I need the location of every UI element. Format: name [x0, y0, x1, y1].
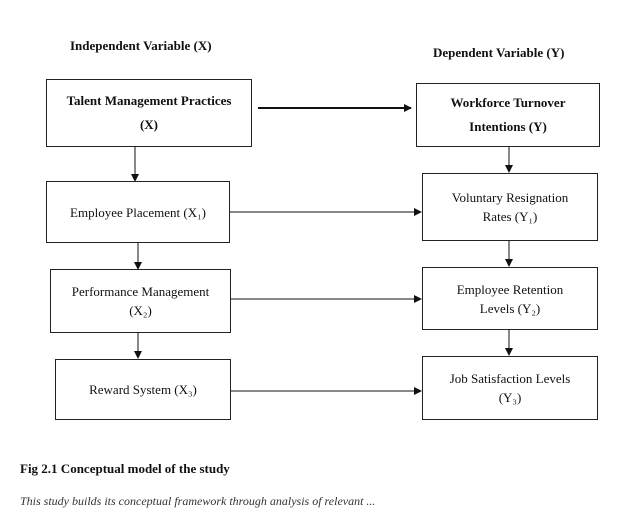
performance-management-box: Performance Management (X₂) — [50, 269, 231, 333]
independent-variable-heading: Independent Variable (X) — [70, 38, 212, 53]
box-label: (Y₃) — [498, 390, 522, 405]
box-label: (X₂) — [129, 303, 152, 318]
employee-retention-levels-box: Employee Retention Levels (Y₂) — [422, 267, 598, 330]
talent-management-practices-box: Talent Management Practices (X) — [46, 79, 252, 147]
box-label: Talent Management Practices — [66, 93, 232, 108]
box-label: Reward System (X₃) — [89, 382, 197, 397]
box-label: Employee Placement (X₁) — [70, 204, 206, 220]
body-text-line: This study builds its conceptual framewo… — [20, 494, 376, 508]
box-label: Employee Retention — [456, 281, 564, 297]
box-label: Rates (Y₁) — [482, 209, 538, 224]
figure-caption: Fig 2.1 Conceptual model of the study — [20, 461, 230, 476]
box-label: Performance Management — [71, 284, 210, 299]
box-label: Workforce Turnover — [450, 95, 566, 110]
reward-system-box: Reward System (X₃) — [55, 359, 231, 420]
employee-placement-box: Employee Placement (X₁) — [46, 181, 230, 243]
box-label: Voluntary Resignation — [451, 190, 569, 205]
dependent-variable-heading: Dependent Variable (Y) — [433, 45, 565, 60]
box-label: Levels (Y₂) — [479, 300, 541, 316]
job-satisfaction-levels-box: Job Satisfaction Levels (Y₃) — [422, 356, 598, 420]
voluntary-resignation-rates-box: Voluntary Resignation Rates (Y₁) — [422, 173, 598, 241]
box-label: Intentions (Y) — [469, 119, 547, 134]
box-label: Job Satisfaction Levels — [449, 371, 571, 386]
box-label: (X) — [139, 117, 159, 132]
workforce-turnover-intentions-box: Workforce Turnover Intentions (Y) — [416, 83, 600, 147]
